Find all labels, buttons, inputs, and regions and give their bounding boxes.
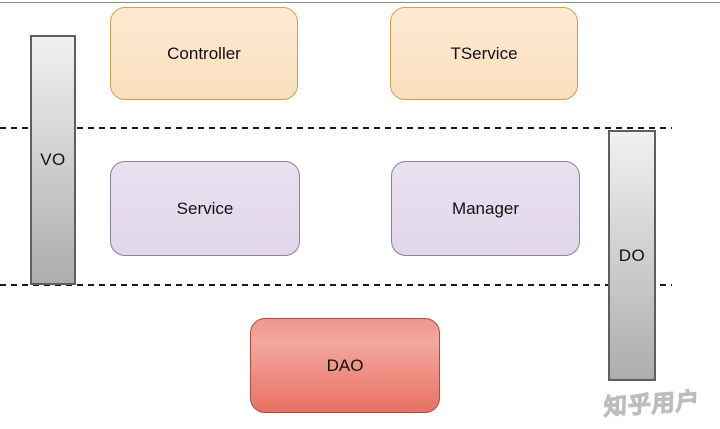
dao-box: DAO xyxy=(250,318,440,413)
service-box: Service xyxy=(110,161,300,256)
manager-box: Manager xyxy=(391,161,580,256)
tservice-box: TService xyxy=(390,7,578,100)
tservice-box-label: TService xyxy=(450,43,518,63)
layer-divider-lower xyxy=(0,284,672,286)
controller-box: Controller xyxy=(110,7,298,100)
watermark: 知乎用户 xyxy=(603,387,701,421)
do-bar-label: DO xyxy=(618,245,646,265)
controller-box-label: Controller xyxy=(167,43,241,63)
do-bar: DO xyxy=(608,130,656,381)
service-box-label: Service xyxy=(176,198,234,218)
top-border-line xyxy=(0,2,720,3)
layer-divider-upper xyxy=(0,127,672,129)
vo-bar: VO xyxy=(30,35,76,285)
vo-bar-label: VO xyxy=(40,150,66,169)
dao-box-label: DAO xyxy=(326,355,364,375)
manager-box-label: Manager xyxy=(451,198,520,218)
